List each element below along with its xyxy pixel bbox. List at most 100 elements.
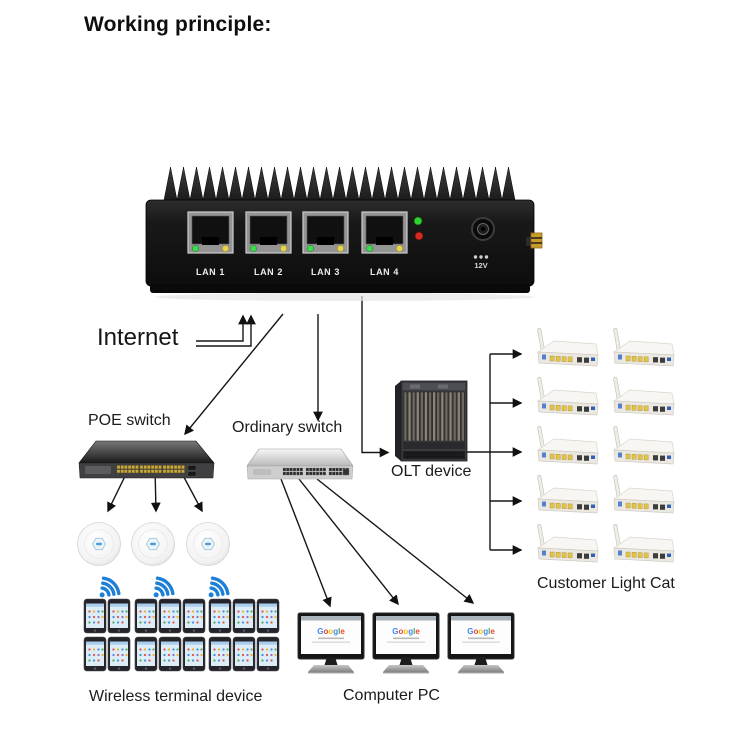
- ord-port: [305, 471, 309, 476]
- phone-icon: [208, 636, 232, 672]
- internet-label: Internet: [97, 324, 179, 351]
- antenna-connector: [530, 232, 543, 249]
- ord-port: [296, 471, 300, 476]
- ord-port: [282, 467, 286, 472]
- ord-port: [328, 467, 332, 472]
- ord-port: [312, 471, 316, 476]
- link-internet-arrow-2: [196, 314, 256, 347]
- ord-port: [339, 467, 343, 472]
- olt-card: [424, 391, 428, 442]
- olt-card: [416, 391, 420, 442]
- router-device: LAN 1 LAN 2 LAN 3 LAN 4 12V: [145, 166, 543, 301]
- page-title: Working principle:: [84, 13, 272, 36]
- poe-port: [131, 469, 135, 474]
- phone-icon: [83, 636, 107, 672]
- ord-port: [286, 467, 290, 472]
- link-device-poe-switch: [184, 313, 284, 436]
- access-point-3: [186, 522, 230, 566]
- poe-port: [150, 469, 155, 474]
- poe-port: [170, 465, 174, 469]
- phone-icon: [158, 636, 182, 672]
- customer-modems: [536, 327, 675, 563]
- ord-port: [299, 471, 303, 476]
- ord-port: [339, 471, 343, 476]
- poe-port: [143, 465, 147, 469]
- power-label: 12V: [474, 261, 487, 270]
- poe-port: [139, 465, 144, 469]
- lan-port-4-label: LAN 4: [370, 267, 399, 277]
- computer-monitor-3: [447, 612, 515, 674]
- poe-port: [173, 465, 178, 469]
- ord-port: [322, 467, 326, 472]
- poe-port: [135, 465, 139, 469]
- ordinary-switch-label: Ordinary switch: [232, 419, 343, 436]
- ord-port: [319, 471, 323, 476]
- poe-port: [173, 469, 178, 474]
- poe-port: [166, 465, 170, 469]
- olt-card: [457, 391, 461, 442]
- poe-port: [147, 469, 151, 474]
- status-led-green: [413, 216, 423, 226]
- olt-card: [440, 391, 445, 442]
- poe-port: [158, 465, 162, 469]
- ord-port: [296, 467, 300, 472]
- ord-port: [319, 467, 323, 472]
- ord-port: [286, 471, 290, 476]
- ord-port: [328, 471, 332, 476]
- poe-sfp-2: [187, 471, 197, 477]
- ord-port: [289, 471, 293, 476]
- olt-card: [411, 391, 416, 442]
- olt-card: [448, 391, 453, 442]
- olt-card: [420, 391, 424, 442]
- modem-device: [536, 523, 599, 563]
- poe-port: [181, 465, 185, 469]
- olt-card: [436, 391, 440, 442]
- computer-monitor-1: [297, 612, 365, 674]
- phone-icon: [208, 598, 232, 634]
- poe-port: [116, 465, 121, 469]
- computer-monitor-2: [372, 612, 440, 674]
- poe-port: [154, 465, 158, 469]
- phone-icon: [182, 598, 206, 634]
- ord-panel: [253, 469, 271, 475]
- olt-top-strip: [403, 383, 465, 390]
- poe-ports: [116, 465, 185, 474]
- device-shadow: [155, 293, 535, 301]
- ord-port: [309, 467, 313, 472]
- poe-port: [150, 465, 155, 469]
- olt-card: [432, 391, 436, 442]
- poe-panel: [85, 466, 111, 474]
- link-device-olt: [361, 296, 390, 458]
- modem-device: [612, 425, 675, 465]
- poe-port: [162, 469, 167, 474]
- ord-port: [322, 471, 326, 476]
- poe-port: [131, 465, 135, 469]
- poe-port: [127, 469, 132, 474]
- poe-switch: [78, 440, 215, 479]
- poe-port: [177, 465, 181, 469]
- poe-port: [135, 469, 139, 474]
- access-point-2: [131, 522, 175, 566]
- ord-port: [305, 467, 309, 472]
- phone-icon: [134, 636, 158, 672]
- ord-port: [299, 467, 303, 472]
- power-jack-pin: [481, 227, 485, 231]
- lan-port-4: [361, 211, 408, 254]
- phone-icon: [256, 636, 280, 672]
- ord-top: [246, 448, 354, 467]
- olt-device-label: OLT device: [391, 463, 472, 480]
- modem-device: [612, 523, 675, 563]
- ord-port: [332, 467, 336, 472]
- ordinary-switch: [246, 448, 354, 480]
- phone-icon: [107, 636, 131, 672]
- poe-port: [139, 469, 144, 474]
- ord-port: [316, 471, 320, 476]
- poe-port: [116, 469, 121, 474]
- access-points: [77, 522, 233, 606]
- ord-port: [293, 467, 297, 472]
- olt-card: [428, 391, 432, 442]
- link-switch-pc-1: [280, 478, 332, 608]
- computer-pc-label: Computer PC: [343, 687, 440, 704]
